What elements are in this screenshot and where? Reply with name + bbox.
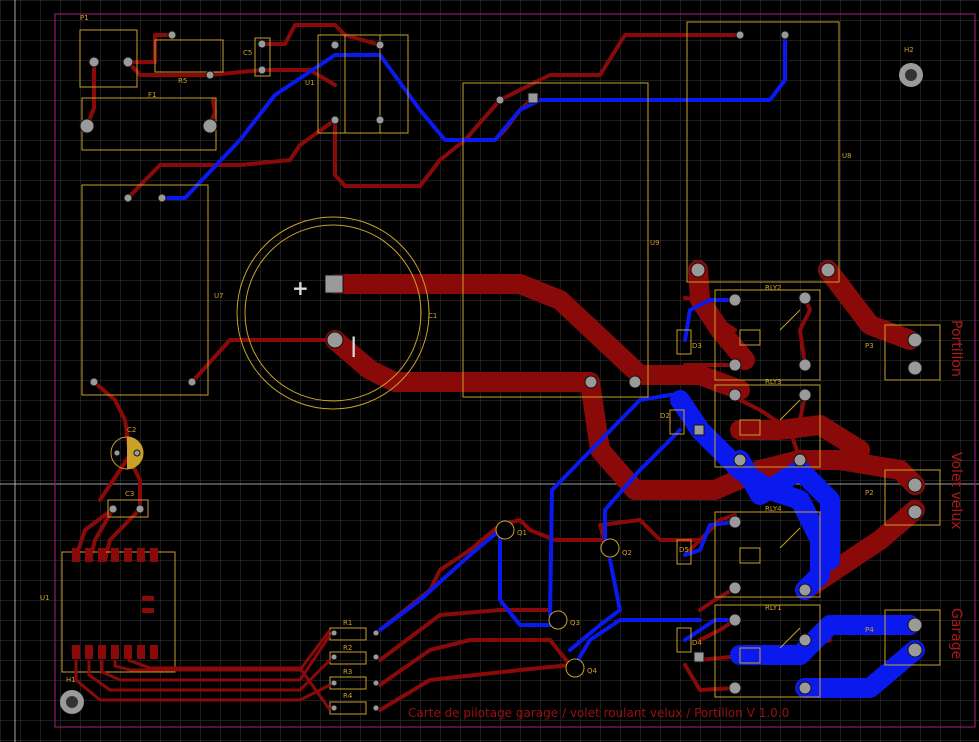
side-label-garage: Garage — [948, 608, 964, 659]
label-c3: C3 — [125, 490, 134, 498]
label-h2: H2 — [904, 46, 914, 54]
label-u1-chip: U1 — [40, 594, 50, 602]
label-u7: U7 — [214, 292, 224, 300]
c1-plus-mark: + — [292, 276, 309, 300]
label-rly2: RLY2 — [765, 284, 782, 292]
board-title: Carte de pilotage garage / volet roulant… — [408, 706, 789, 720]
c1-minus-mark: | — [350, 333, 357, 357]
label-p1: P1 — [80, 14, 89, 22]
label-c1: C1 — [428, 312, 437, 320]
label-q4: Q4 — [587, 667, 598, 675]
label-r4: R4 — [343, 692, 353, 700]
ic-u1-fanout — [74, 629, 332, 711]
label-d3: D3 — [692, 342, 702, 350]
silkscreen — [61, 21, 941, 715]
transistors — [495, 520, 620, 678]
label-rly1: RLY1 — [765, 604, 782, 612]
label-u8: U8 — [842, 152, 852, 160]
pads — [79, 30, 923, 712]
label-r1: R1 — [343, 619, 352, 627]
label-r2: R2 — [343, 644, 352, 652]
label-q1: Q1 — [517, 529, 527, 537]
label-d2: D2 — [660, 412, 670, 420]
board-outline — [54, 13, 976, 728]
label-q2: Q2 — [622, 549, 632, 557]
label-d4: D4 — [692, 639, 702, 647]
label-p2: P2 — [865, 489, 874, 497]
side-label-portillon: Portillon — [948, 320, 964, 377]
label-rly3: RLY3 — [765, 378, 782, 386]
ic-u1-pads — [72, 548, 158, 659]
label-p3: P3 — [865, 342, 874, 350]
label-p4: P4 — [865, 626, 874, 634]
label-d5: D5 — [679, 546, 689, 554]
label-rly4: RLY4 — [765, 505, 782, 513]
label-f1: F1 — [148, 91, 156, 99]
mounting-holes — [60, 63, 923, 714]
label-r5: R5 — [178, 77, 187, 85]
side-label-volet-velux: Volet velux — [948, 452, 964, 529]
label-c2: C2 — [127, 426, 136, 434]
label-r3: R3 — [343, 668, 352, 676]
label-h1: H1 — [66, 676, 76, 684]
label-u1-top: U1 — [305, 79, 315, 87]
label-q3: Q3 — [570, 619, 580, 627]
label-u9: U9 — [650, 239, 660, 247]
label-c5: C5 — [243, 49, 252, 57]
